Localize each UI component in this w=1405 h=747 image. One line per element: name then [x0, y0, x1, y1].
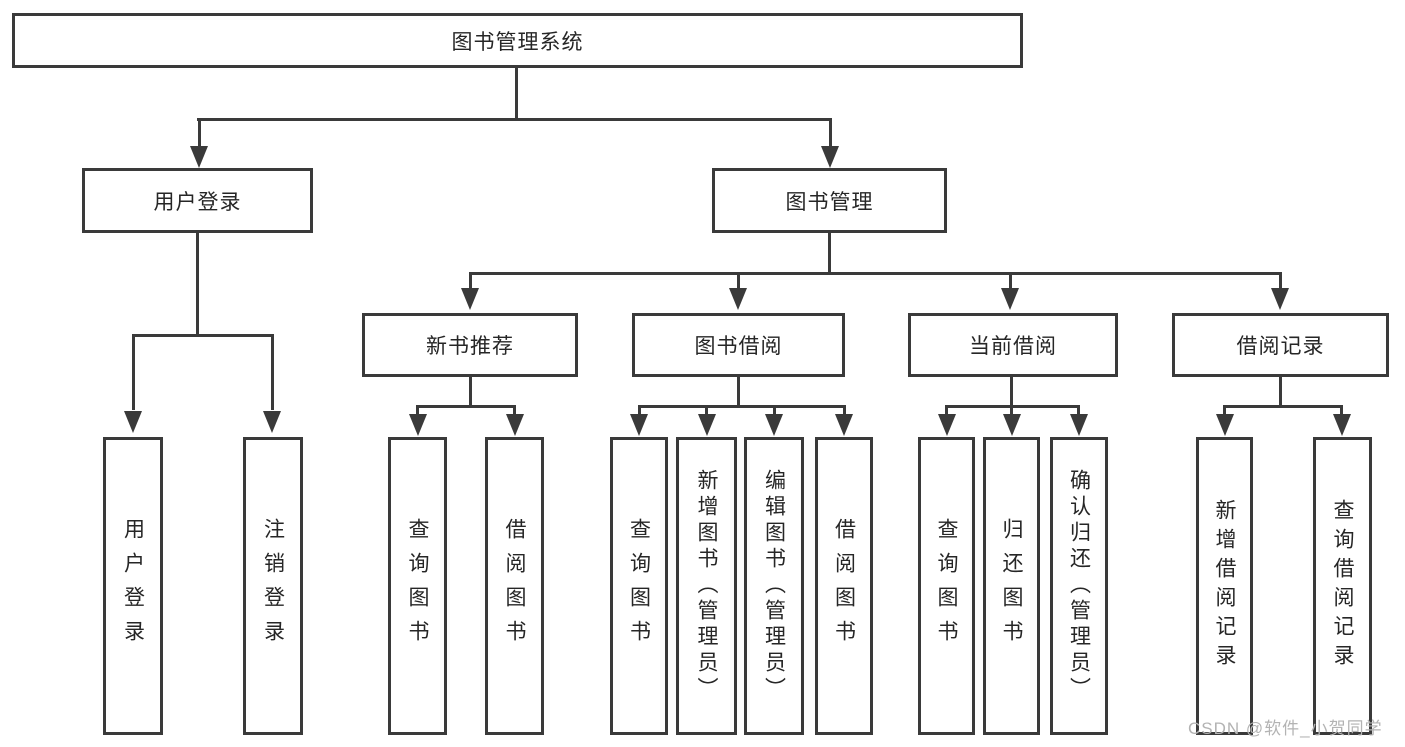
arrow-user-login: [190, 146, 208, 168]
arrow-cb-return-books: [1003, 414, 1021, 436]
node-borrow-records: 借阅记录: [1172, 313, 1389, 377]
leaf-cb-confirm-return-admin: 确认归还（管理员）: [1050, 437, 1108, 735]
leaf-bb-borrow-books-label: 借阅图书: [832, 518, 856, 654]
connector-borrow-records-trunk: [1279, 377, 1282, 407]
node-book-management: 图书管理: [712, 168, 947, 233]
connector-drop-user-login: [198, 118, 201, 148]
connector-drop-bb2: [705, 405, 708, 416]
connector-drop-bb3: [773, 405, 776, 416]
connector-drop-br1: [1223, 405, 1226, 416]
arrow-bb-query-books: [630, 414, 648, 436]
arrow-book-management: [821, 146, 839, 168]
connector-new-book-trunk: [469, 377, 472, 407]
leaf-user-login-label: 用户登录: [121, 518, 145, 654]
connector-drop-cb3: [1077, 405, 1080, 416]
leaf-bb-query-books: 查询图书: [610, 437, 668, 735]
connector-borrow-records-bar: [1223, 405, 1343, 408]
connector-drop-br2: [1340, 405, 1343, 416]
leaf-nb-query-books: 查询图书: [388, 437, 447, 735]
leaf-nb-borrow-books: 借阅图书: [485, 437, 544, 735]
leaf-bb-borrow-books: 借阅图书: [815, 437, 873, 735]
arrow-bb-add-books: [698, 414, 716, 436]
connector-level3-bar: [469, 272, 1282, 275]
arrow-bb-edit-books: [765, 414, 783, 436]
node-borrow-records-label: 借阅记录: [1236, 335, 1325, 358]
node-current-borrow-label: 当前借阅: [969, 335, 1057, 358]
connector-drop-bb1: [638, 405, 641, 416]
connector-root-trunk: [515, 68, 518, 118]
arrow-current-borrow: [1001, 288, 1019, 310]
connector-drop-nb2: [513, 405, 516, 416]
node-user-login-label: 用户登录: [153, 190, 242, 214]
leaf-logout: 注销登录: [243, 437, 303, 735]
connector-drop-new-book: [469, 272, 472, 290]
arrow-bb-borrow-books: [835, 414, 853, 436]
node-library-system-label: 图书管理系统: [451, 30, 584, 54]
arrow-nb-query-books: [409, 414, 427, 436]
node-book-borrow: 图书借阅: [632, 313, 845, 377]
leaf-bb-add-books-admin: 新增图书（管理员）: [676, 437, 737, 735]
connector-drop-cb1: [945, 405, 948, 416]
arrow-new-book: [461, 288, 479, 310]
arrow-cb-query-books: [938, 414, 956, 436]
connector-book-borrow-trunk: [737, 377, 740, 407]
node-current-borrow: 当前借阅: [908, 313, 1118, 377]
arrow-br-add-record: [1216, 414, 1234, 436]
leaf-cb-confirm-return-admin-label: 确认归还（管理员）: [1067, 469, 1091, 703]
leaf-cb-query-books-label: 查询图书: [935, 518, 959, 654]
leaf-br-add-record: 新增借阅记录: [1196, 437, 1253, 735]
arrow-logout-leaf: [263, 411, 281, 433]
leaf-br-query-record-label: 查询借阅记录: [1331, 499, 1355, 673]
node-book-management-label: 图书管理: [785, 190, 874, 214]
connector-current-borrow-trunk: [1010, 377, 1013, 407]
leaf-bb-edit-books-admin-label: 编辑图书（管理员）: [762, 469, 786, 703]
node-new-book-recommend-label: 新书推荐: [426, 335, 514, 358]
connector-drop-book-management: [829, 118, 832, 148]
arrow-login-leaf: [124, 411, 142, 433]
connector-drop-book-borrow: [737, 272, 740, 290]
leaf-cb-query-books: 查询图书: [918, 437, 975, 735]
connector-level1-bar: [197, 118, 831, 121]
leaf-br-query-record: 查询借阅记录: [1313, 437, 1372, 735]
connector-drop-logout-leaf: [271, 334, 274, 410]
connector-drop-current-borrow: [1009, 272, 1012, 290]
csdn-watermark: CSDN @软件_小贺同学: [1188, 719, 1383, 738]
connector-user-login-bar: [132, 334, 274, 337]
leaf-cb-return-books-label: 归还图书: [1000, 518, 1024, 654]
leaf-cb-return-books: 归还图书: [983, 437, 1040, 735]
node-user-login: 用户登录: [82, 168, 313, 233]
arrow-br-query-record: [1333, 414, 1351, 436]
leaf-nb-borrow-books-label: 借阅图书: [503, 518, 527, 654]
connector-drop-nb1: [416, 405, 419, 416]
connector-book-borrow-bar: [638, 405, 846, 408]
leaf-bb-edit-books-admin: 编辑图书（管理员）: [744, 437, 804, 735]
arrow-book-borrow: [729, 288, 747, 310]
leaf-br-add-record-label: 新增借阅记录: [1213, 499, 1237, 673]
connector-new-book-bar: [416, 405, 516, 408]
connector-drop-bb4: [843, 405, 846, 416]
leaf-bb-add-books-admin-label: 新增图书（管理员）: [695, 469, 719, 703]
leaf-bb-query-books-label: 查询图书: [627, 518, 651, 654]
node-library-system: 图书管理系统: [12, 13, 1023, 68]
connector-book-management-trunk: [828, 233, 831, 275]
connector-drop-login-leaf: [132, 334, 135, 410]
arrow-cb-confirm-return: [1070, 414, 1088, 436]
leaf-nb-query-books-label: 查询图书: [406, 518, 430, 654]
arrow-borrow-record: [1271, 288, 1289, 310]
node-book-borrow-label: 图书借阅: [694, 335, 783, 358]
arrow-nb-borrow-books: [506, 414, 524, 436]
connector-user-login-trunk: [196, 233, 199, 336]
leaf-logout-label: 注销登录: [261, 518, 285, 654]
connector-drop-cb2: [1010, 405, 1013, 416]
connector-drop-borrow-record: [1279, 272, 1282, 290]
leaf-user-login: 用户登录: [103, 437, 163, 735]
node-new-book-recommend: 新书推荐: [362, 313, 578, 377]
